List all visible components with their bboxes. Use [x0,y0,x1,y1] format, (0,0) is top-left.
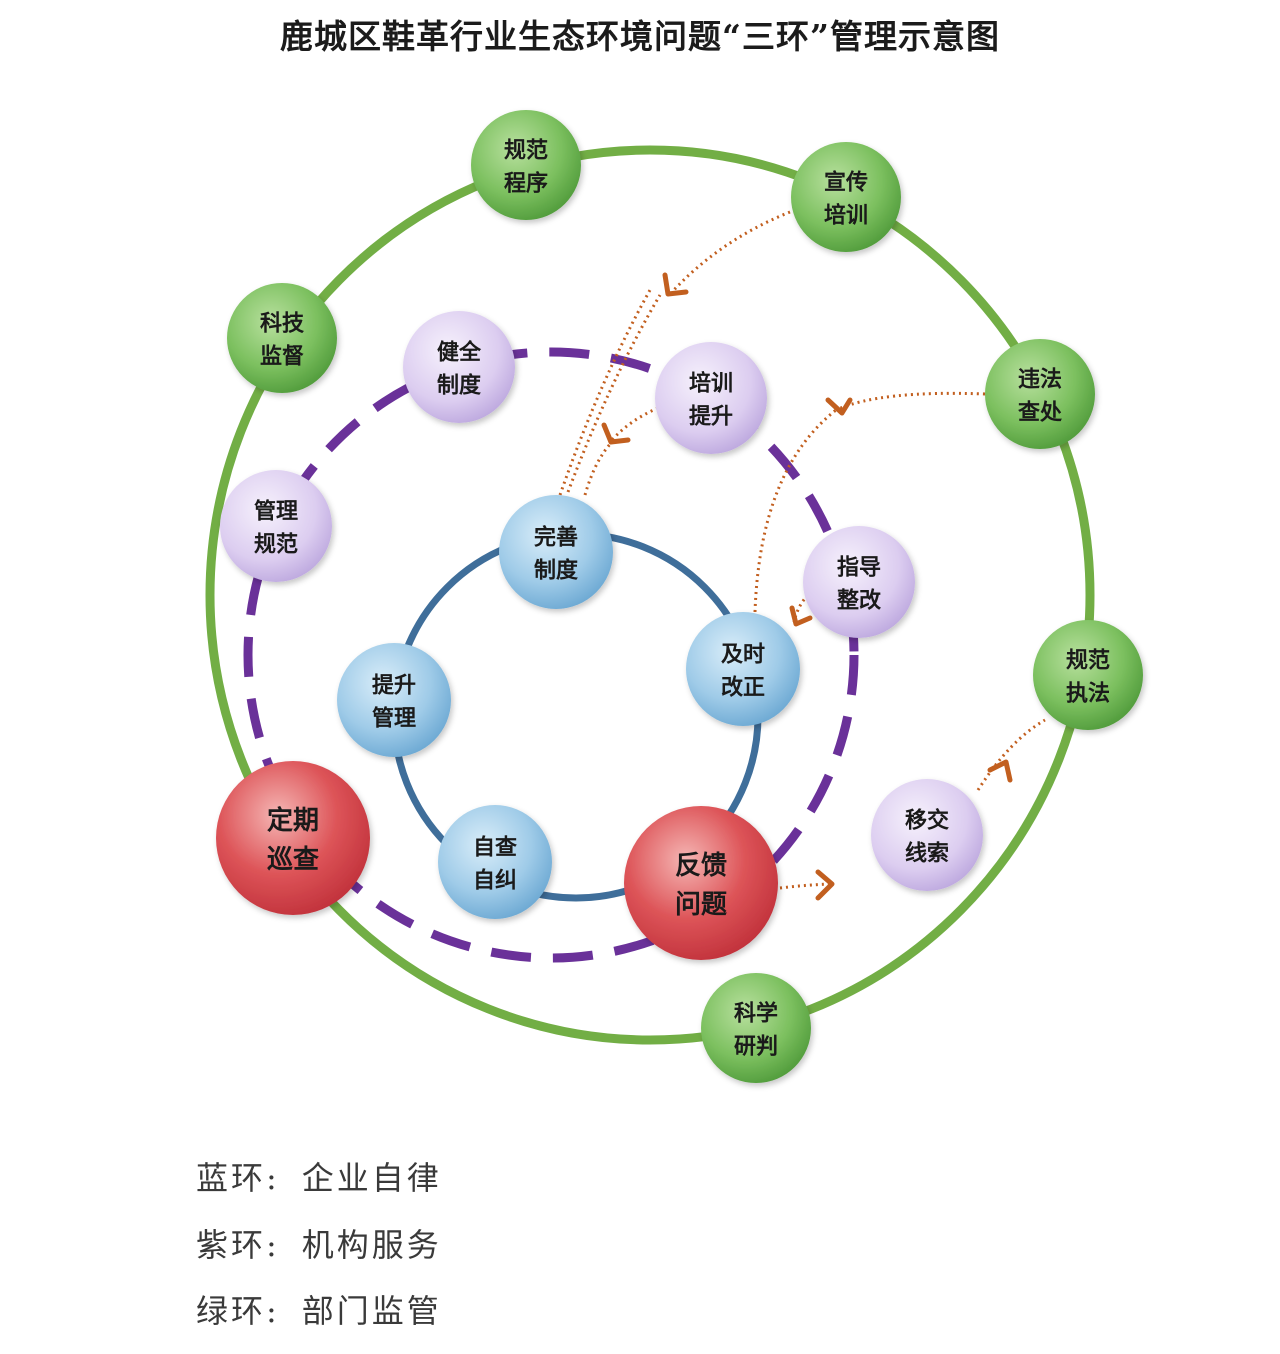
node-circle [985,339,1095,449]
node-circle [1033,620,1143,730]
arrowhead-3 [825,397,853,416]
node-label-line: 线索 [905,840,949,866]
nodes-layer: 规范程序宣传培训违法查处规范执法科学研判科技监督健全制度培训提升指导整改管理规范… [216,110,1143,1083]
node-label-line: 违法 [1018,366,1062,392]
node-label-line: 科学 [734,1000,778,1026]
node-label-line: 执法 [1066,681,1110,706]
flow-arrow-fankui-to-yijiao [779,882,831,890]
green-ring [205,145,1095,1045]
node-label-line: 查处 [1018,399,1062,425]
node-label-line: 培训 [824,202,868,228]
arrowhead-5 [815,869,835,901]
legend-row: 蓝环: 企业自律 [196,1153,442,1199]
node-circle [227,283,337,393]
node-circle [403,311,515,423]
node-circle [438,805,552,919]
node-circle [337,643,451,757]
node-label-line: 规范 [1066,648,1110,673]
node-label-line: 健全 [437,339,482,365]
legend-label: 蓝环: [196,1159,280,1197]
node-label-line: 及时 [721,642,765,667]
node-label-line: 制度 [534,557,579,583]
arrowhead-4 [789,605,813,627]
flow-arrow-jishi-to-peixun [583,440,614,496]
flow-arrow-weifa-to-jishi [835,391,986,412]
flow-arrow-wanshan-to-up [558,289,652,496]
arrow-heads [601,272,1013,901]
node-circle [624,806,778,960]
node-circle [471,110,581,220]
node-label-line: 研判 [734,1034,778,1059]
node-label-line: 制度 [437,372,482,398]
arrowhead-2 [601,422,631,445]
legend-row: 绿环: 部门监管 [196,1286,442,1332]
node-label-line: 改正 [721,674,765,700]
node-circle [686,612,800,726]
node-label-line: 管理 [254,498,298,524]
three-ring-diagram: 规范程序宣传培训违法查处规范执法科学研判科技监督健全制度培训提升指导整改管理规范… [205,110,1143,1083]
node-circle [216,761,370,915]
node-label-line: 管理 [372,705,416,731]
node-label-line: 程序 [504,170,548,196]
node-label-line: 宣传 [824,169,868,195]
arrowhead-6 [987,759,1013,783]
diagram-title: 鹿城区鞋革行业生态环境问题“三环”管理示意图 [280,17,1000,56]
purple-ring [243,347,859,963]
node-circle [701,973,811,1083]
arrowhead-1 [662,272,689,297]
legend-row: 紫环: 机构服务 [196,1220,442,1266]
node-label-line: 定期 [267,805,319,836]
legend-text: 企业自律 [301,1159,442,1197]
node-label-line: 移交 [905,807,949,833]
node-circle [871,779,983,891]
node-label-line: 完善 [534,524,578,550]
flow-arrow-wanshan-to-up-2 [566,294,662,493]
node-circle [803,526,915,638]
node-label-line: 培训 [689,370,733,396]
node-label-line: 提升 [689,403,733,429]
node-label-line: 巡查 [267,845,319,875]
flow-arrow-xuanchuan-to-peixun [670,210,791,294]
legend-text: 机构服务 [301,1226,442,1264]
node-circle [499,495,613,609]
node-label-line: 规范 [254,532,298,557]
node-label-line: 科技 [260,311,305,336]
node-circle [655,342,767,454]
legend-text: 部门监管 [301,1292,442,1330]
node-label-line: 指导 [837,555,881,580]
node-label-line: 规范 [504,138,548,163]
node-label-line: 提升 [372,672,416,698]
legend-label: 绿环: [196,1292,280,1330]
node-circle [220,470,332,582]
node-label-line: 整改 [837,587,882,613]
legend-label: 紫环: [196,1226,280,1264]
node-label-line: 反馈 [675,851,727,881]
flow-arrow-peixun-to-jianquan [610,406,659,442]
flow-arrows [558,210,1046,890]
node-label-line: 自纠 [473,867,517,893]
node-label-line: 监督 [260,343,304,369]
node-circle [791,142,901,252]
node-label-line: 自查 [473,834,517,860]
node-label-line: 问题 [675,890,727,920]
